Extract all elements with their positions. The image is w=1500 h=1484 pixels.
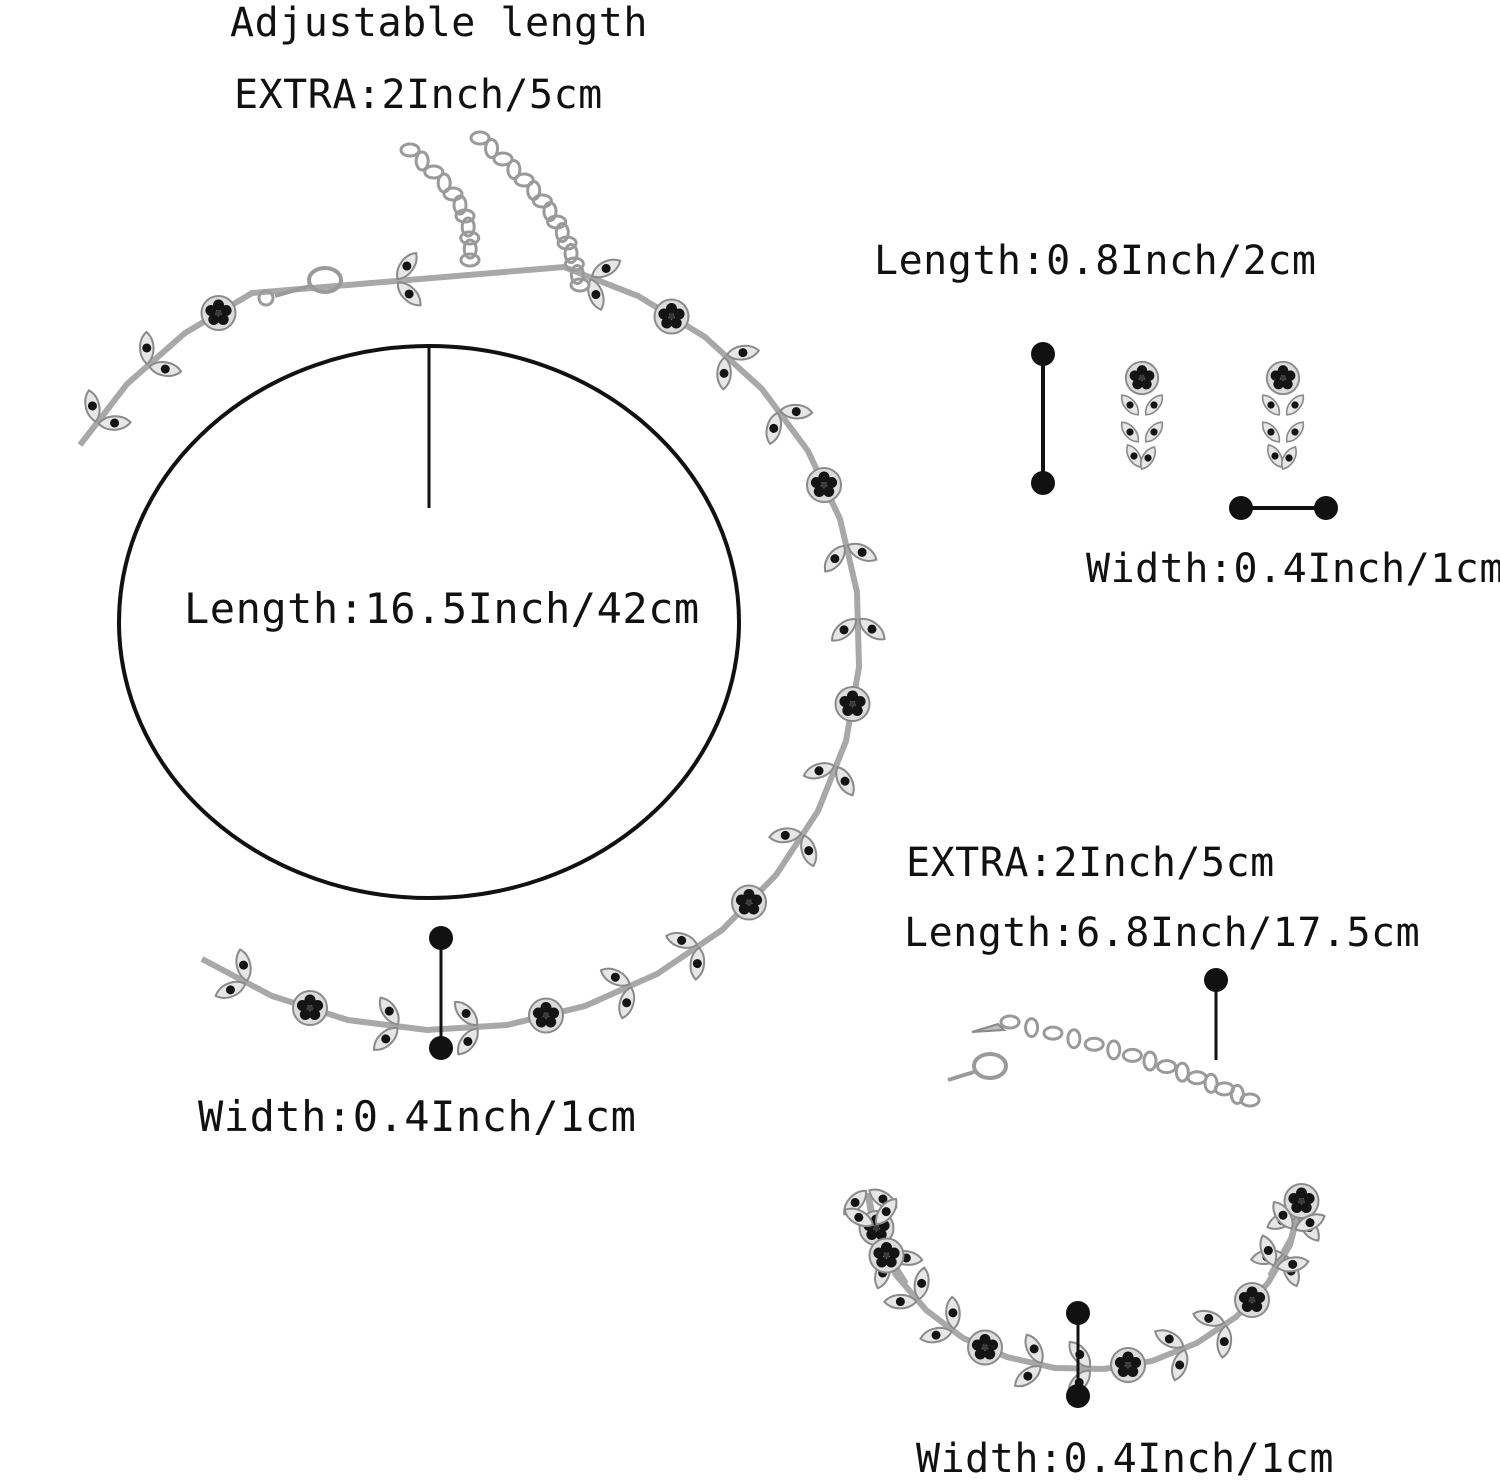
earring-left	[1116, 360, 1168, 473]
bracelet-extra-label: EXTRA:2Inch/5cm	[906, 840, 1275, 886]
bracelet-flower	[868, 1237, 905, 1274]
necklace-vine	[77, 248, 890, 1060]
necklace-flower	[528, 997, 564, 1034]
necklace-leaf	[715, 356, 733, 391]
bracelet-flower	[1110, 1347, 1146, 1383]
bracelet-extender-link	[999, 1014, 1021, 1030]
necklace-extender-link	[399, 142, 421, 158]
bracelet-extra-marker	[1204, 968, 1228, 1060]
necklace-flower	[731, 884, 767, 921]
earring-leaf	[1140, 390, 1168, 420]
necklace-extra-label: EXTRA:2Inch/5cm	[234, 72, 603, 118]
necklace-flower	[200, 295, 237, 331]
bracelet-extender-link	[1024, 1017, 1040, 1039]
earring-right	[1257, 360, 1309, 473]
bracelet-extender-link	[1042, 1025, 1064, 1041]
bracelet-extender-link	[1174, 1061, 1190, 1083]
earring-leaf	[1257, 390, 1285, 420]
necklace-stem	[77, 263, 863, 1034]
bracelet-leaf	[1010, 1360, 1046, 1393]
necklace-lobster-clasp	[257, 266, 343, 307]
necklace-extender-link	[531, 193, 553, 209]
bracelet-width-label: Width:0.4Inch/1cm	[916, 1436, 1334, 1482]
bracelet-length-label: Length:6.8Inch/17.5cm	[904, 910, 1421, 956]
necklace-flower	[653, 298, 690, 335]
necklace-extender-link	[442, 186, 464, 202]
earring-leaf	[1116, 417, 1144, 447]
bracelet-extender-link	[1142, 1050, 1158, 1072]
earring-leaf	[1281, 417, 1309, 447]
bracelet-vine	[838, 1183, 1329, 1400]
bracelet-leaf	[883, 1293, 918, 1310]
earring-flower	[1265, 360, 1301, 396]
bracelet-extender-link	[1121, 1047, 1143, 1063]
bracelet-flower	[967, 1329, 1003, 1366]
necklace-flower	[292, 990, 328, 1026]
earring-length-marker	[1031, 342, 1055, 495]
bracelet-lobster-clasp	[947, 1022, 1008, 1082]
earring-leaf	[1281, 390, 1309, 420]
bracelet-flower	[1234, 1282, 1270, 1318]
earring-length-label: Length:0.8Inch/2cm	[874, 238, 1317, 284]
necklace-extender-link	[459, 252, 481, 268]
necklace-flower	[834, 686, 871, 722]
bracelet-extender-link	[1106, 1039, 1122, 1061]
necklace-adjustable-label: Adjustable length	[230, 0, 648, 46]
bracelet-extender-chain	[999, 1014, 1261, 1108]
bracelet-extender-link	[1083, 1036, 1105, 1052]
earring-leaf	[1116, 390, 1144, 420]
earring-flower	[1124, 360, 1160, 396]
necklace-leaf	[138, 330, 155, 366]
necklace-flower	[806, 467, 842, 503]
bracelet-extender-link	[1186, 1070, 1208, 1086]
necklace-leaf	[818, 540, 851, 577]
necklace-leaf	[368, 1022, 404, 1056]
bracelet-extender-link	[1066, 1028, 1082, 1050]
necklace-extender-link	[459, 230, 481, 246]
necklace-width-marker	[429, 926, 453, 1060]
earring-leaf	[1140, 417, 1168, 447]
bracelet-extender-link	[1239, 1092, 1261, 1108]
earring-width-marker	[1229, 496, 1338, 520]
necklace-width-label: Width:0.4Inch/1cm	[198, 1092, 637, 1141]
bracelet-extender-link	[1156, 1059, 1178, 1075]
earring-leaf	[1257, 417, 1285, 447]
bracelet-width-marker	[1066, 1301, 1090, 1408]
earring-width-label: Width:0.4Inch/1cm	[1086, 546, 1500, 592]
necklace-length-label: Length:16.5Inch/42cm	[184, 584, 700, 633]
